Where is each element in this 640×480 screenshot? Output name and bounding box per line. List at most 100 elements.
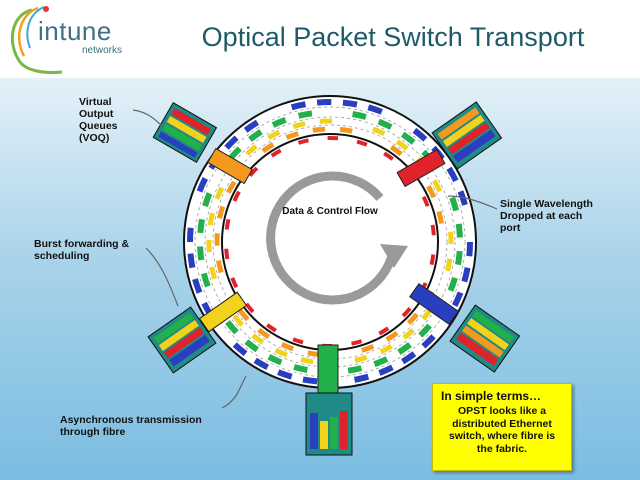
flow-arrow-icon — [266, 171, 398, 305]
ring-segment — [445, 258, 453, 272]
ring-segment — [401, 307, 412, 318]
ring-segment — [372, 126, 386, 137]
ring-segment — [351, 339, 363, 346]
ring-segment — [389, 144, 403, 157]
note-body: OPST looks like a distributed Ethernet s… — [448, 405, 556, 455]
label-voq: Virtual Output Queues (VOQ) — [79, 96, 118, 144]
ring-segment — [430, 224, 436, 236]
flow-arrow-head-icon — [380, 244, 408, 268]
ring-segment — [378, 326, 390, 336]
ring-segment — [353, 373, 370, 383]
ring-segment — [377, 118, 393, 130]
inner-ring — [221, 133, 439, 351]
ring-segment — [385, 330, 399, 342]
ring-segment — [373, 356, 389, 368]
ring-segment — [271, 116, 287, 128]
ring-segment — [285, 131, 299, 141]
ring-segment — [192, 278, 203, 294]
ring-segment — [270, 148, 282, 158]
ring-segment — [302, 376, 318, 385]
ring-segment — [253, 357, 269, 370]
ring-segment — [197, 218, 205, 234]
node-bottom — [305, 344, 353, 456]
ring-segment — [207, 212, 215, 226]
ring-segment — [248, 129, 263, 142]
ring-segment — [243, 119, 259, 133]
ring-segment — [379, 344, 393, 355]
ring-segment — [300, 357, 314, 365]
ring-segment — [429, 254, 436, 266]
ring-segment — [216, 260, 224, 274]
ring-guide — [212, 124, 448, 360]
ring-segment — [224, 218, 231, 230]
ring-segment — [397, 342, 412, 355]
ring-segment — [455, 223, 463, 238]
ring-segment — [280, 342, 295, 352]
ring-segment — [293, 364, 308, 373]
page-title: Optical Packet Switch Transport — [201, 22, 585, 52]
ring-segment — [418, 323, 432, 338]
ring-segment — [266, 323, 277, 333]
ring-segment — [245, 144, 258, 156]
drop-bar-blue — [409, 282, 459, 326]
ring-segment — [290, 101, 307, 111]
node-top-left — [152, 101, 253, 185]
ring-segment — [449, 196, 460, 212]
ring-segment — [455, 250, 463, 266]
node-bottom-left — [147, 291, 248, 374]
ring-segment — [277, 369, 293, 380]
ring-segment — [196, 177, 208, 193]
ring-segment — [361, 343, 375, 353]
ring-segment — [187, 253, 196, 269]
ring-segment — [217, 205, 226, 219]
ring-segment — [447, 277, 458, 292]
ring-segment — [232, 190, 241, 202]
ring-segment — [232, 342, 248, 357]
drop-bar-green — [317, 344, 339, 396]
ring-segment — [257, 327, 271, 340]
ring-segment — [225, 320, 239, 335]
ring-segment — [261, 142, 275, 154]
ring-segment — [401, 131, 416, 145]
ring-segment — [200, 272, 211, 288]
drop-bar-yellow — [198, 291, 248, 333]
ring-segment — [352, 111, 367, 120]
ring-segment — [209, 266, 218, 280]
ring-segment — [251, 333, 265, 345]
ring-segment — [383, 151, 394, 161]
ring-segment — [197, 246, 205, 261]
ring-segment — [232, 314, 244, 327]
ring-segment — [446, 166, 459, 183]
ring-segment — [421, 334, 436, 349]
ring-segment — [339, 126, 353, 134]
ring-segment — [312, 126, 326, 133]
ring-segment — [297, 110, 313, 119]
ring-segment — [292, 121, 306, 130]
label-async-transmission: Asynchronous transmission through fibre — [60, 414, 202, 438]
ring-segment — [432, 179, 443, 193]
ring-segment — [461, 267, 471, 283]
center-flow-label: Data & Control Flow — [282, 206, 378, 217]
note-title: In simple terms… — [441, 389, 542, 403]
drop-bar-orange — [207, 147, 253, 185]
ring-segment — [248, 166, 259, 177]
ring-segment — [356, 139, 368, 147]
ring-segment — [214, 186, 225, 200]
node-top-right — [396, 101, 503, 188]
ring-segment — [186, 227, 194, 243]
ring-segment — [274, 347, 288, 358]
ring-segment — [452, 291, 464, 307]
ring-segment — [267, 354, 283, 366]
ring-segment — [244, 339, 259, 353]
ring-segment — [466, 241, 474, 257]
ring-segment — [406, 312, 419, 325]
ring-segment — [226, 180, 237, 194]
ring-segment — [297, 138, 309, 145]
label-burst-forwarding: Burst forwarding & scheduling — [34, 238, 130, 262]
ring-segment — [230, 277, 239, 289]
ring-segment — [412, 127, 428, 142]
node-right — [409, 282, 521, 373]
ring-segment — [436, 210, 444, 224]
ring-segment — [395, 139, 409, 151]
drop-bar-red — [396, 148, 446, 188]
